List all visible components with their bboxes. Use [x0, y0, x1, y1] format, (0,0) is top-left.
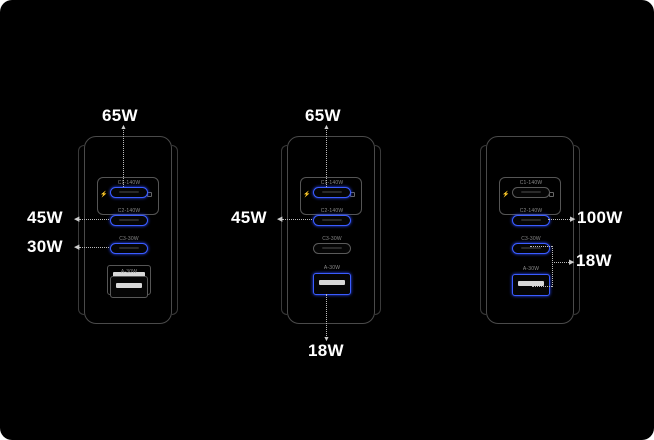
port-label-c3: C3-30W	[322, 236, 342, 242]
port-group-frame	[300, 177, 362, 215]
usbc-port-c2	[110, 215, 148, 226]
watt-label-top: 65W	[102, 106, 138, 125]
port-label-c1: C1-140W	[519, 180, 543, 186]
usbc-port-c3	[313, 243, 351, 254]
usbc-port-c1	[512, 187, 550, 198]
bolt-icon: ⚡	[502, 192, 510, 198]
usbc-port-c2	[313, 215, 351, 226]
arrow-icon: ▲	[120, 124, 127, 131]
connector-line	[548, 219, 572, 220]
port-label-c3: C3-30W	[521, 236, 541, 242]
connector-line	[532, 286, 552, 287]
arrow-icon: ◀	[277, 216, 283, 223]
charger-side-left	[480, 145, 486, 315]
usba-port	[512, 274, 550, 296]
port-label-c1: C1-140W	[320, 180, 344, 186]
charger-side-left	[281, 145, 287, 315]
port-label-c2: C2-140W	[320, 208, 344, 214]
port-label-c2: C2-140W	[519, 208, 543, 214]
charger-1: ⚡ C1-140W C2-140W C3-30W A-30W	[78, 136, 178, 324]
port-label-a: A-30W	[120, 269, 138, 275]
bolt-icon: ⚡	[303, 192, 311, 198]
connector-line	[123, 127, 124, 187]
usbc-port-c3	[512, 243, 550, 254]
arrow-icon: ▶	[570, 216, 576, 223]
port-label-c3: C3-30W	[119, 236, 139, 242]
port-group-frame	[499, 177, 561, 215]
port-label-c2: C2-140W	[117, 208, 141, 214]
watt-label-left-mid: 45W	[231, 208, 267, 227]
connector-line	[326, 127, 327, 187]
charger-2: ⚡ C1-140W C2-140W C3-30W A-30W	[281, 136, 381, 324]
bolt-icon: ⚡	[100, 192, 108, 198]
watt-label-left-mid: 45W	[27, 208, 63, 227]
usbc-port-c1	[110, 187, 148, 198]
connector-line	[530, 246, 552, 247]
watt-label-right-mid: 100W	[577, 208, 623, 227]
connector-line	[79, 219, 109, 220]
charger-side-right	[375, 145, 381, 315]
watt-label-bottom: 18W	[308, 341, 344, 360]
connector-line	[282, 219, 312, 220]
port-group-frame	[97, 177, 159, 215]
port-label-a: A-30W	[522, 266, 540, 272]
watt-label-right-low: 18W	[576, 251, 612, 270]
charger-side-right	[172, 145, 178, 315]
connector-line	[552, 246, 553, 287]
usba-port	[110, 276, 148, 298]
charger-side-left	[78, 145, 84, 315]
usbc-port-c2	[512, 215, 550, 226]
charger-3: ⚡ C1-140W C2-140W C3-30W A-30W	[480, 136, 580, 324]
arrow-icon: ▼	[323, 336, 330, 343]
arrow-icon: ▶	[569, 259, 575, 266]
usba-port	[313, 273, 351, 295]
port-label-c1: C1-140W	[117, 180, 141, 186]
usbc-port-c1	[313, 187, 351, 198]
arrow-icon: ▲	[323, 124, 330, 131]
arrow-icon: ◀	[74, 216, 80, 223]
arrow-icon: ◀	[74, 244, 80, 251]
watt-label-top: 65W	[305, 106, 341, 125]
watt-label-left-low: 30W	[27, 237, 63, 256]
port-label-a: A-30W	[323, 265, 341, 271]
connector-line	[79, 247, 109, 248]
connector-line	[552, 262, 571, 263]
charger-side-right	[574, 145, 580, 315]
usbc-port-c3	[110, 243, 148, 254]
connector-line	[326, 294, 327, 340]
